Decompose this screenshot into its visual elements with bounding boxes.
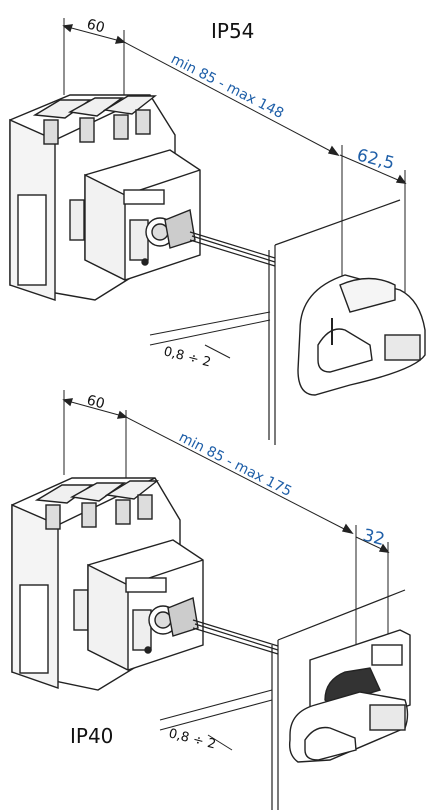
bottom-width-dimension — [62, 390, 128, 490]
top-assembly — [9, 18, 426, 445]
bottom-thickness-label: 0,8 ÷ 2 — [167, 726, 217, 752]
bottom-width-label: 60 — [85, 392, 106, 412]
top-range-dimension — [123, 41, 407, 305]
top-thickness-label: 0,8 ÷ 2 — [162, 344, 212, 370]
bottom-shaft — [192, 619, 279, 655]
top-width-label: 60 — [85, 16, 106, 36]
bottom-breaker-body — [11, 477, 204, 691]
top-thickness-dimension — [149, 311, 271, 359]
top-panel — [268, 199, 401, 445]
bottom-range-label: min 85 - max 175 — [176, 429, 294, 500]
top-range-label: min 85 - max 148 — [168, 51, 286, 122]
bottom-panel — [271, 589, 406, 810]
top-rating-label: IP54 — [211, 19, 254, 43]
top-breaker-body — [9, 94, 201, 301]
bottom-door-handle — [288, 629, 411, 763]
bottom-rating-label: IP40 — [70, 724, 113, 748]
bottom-assembly — [11, 390, 411, 810]
top-shaft — [189, 231, 276, 267]
top-door-handle — [297, 274, 426, 396]
top-depth-label: 62,5 — [355, 145, 397, 174]
bottom-thickness-dimension — [159, 689, 273, 751]
